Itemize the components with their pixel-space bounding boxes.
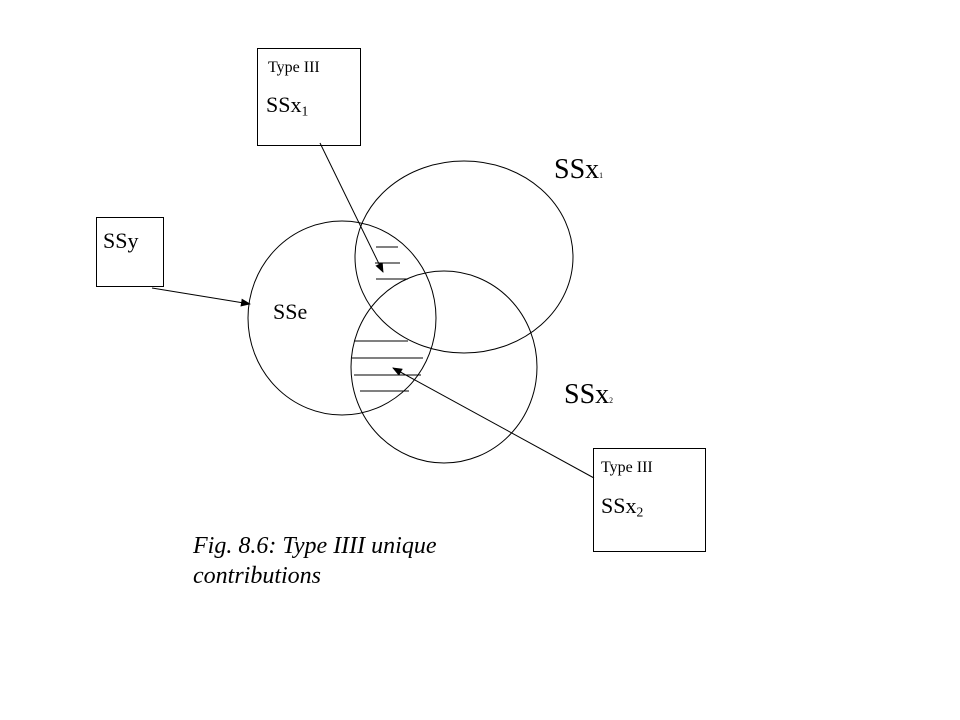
ssy-box <box>96 217 164 287</box>
ssx1-circle-subscript: 1 <box>599 171 604 180</box>
ssx2-circle-subscript: 2 <box>609 396 614 405</box>
type-iii-ssx1-box <box>257 48 361 146</box>
type-iii-label-top: Type III <box>268 59 320 76</box>
hatch-ssx2-unique <box>352 340 423 392</box>
caption-line-2: contributions <box>193 562 322 589</box>
caption-line-1: Fig. 8.6: Type IIII unique <box>193 533 437 559</box>
ssx2-box-main: SSx <box>601 493 637 518</box>
type-iii-ssx2-box <box>593 448 706 552</box>
ssx2-box-label: SSx2 <box>601 495 643 519</box>
ssx1-box-label: SSx1 <box>266 94 308 118</box>
ssx2-circle-label: SSx2 <box>564 381 613 409</box>
circle-ssx2 <box>350 270 538 464</box>
ssx1-circle-label: SSx1 <box>554 156 603 184</box>
figure-caption: Fig. 8.6: Type IIII unique contributions <box>193 532 436 591</box>
ssx1-box-main: SSx <box>266 92 302 117</box>
ssx1-circle-main: SSx <box>554 154 600 185</box>
arrow-ssy-to-sse <box>151 287 251 307</box>
circle-sse <box>247 220 437 416</box>
sse-label: SSe <box>273 299 308 324</box>
hatch-ssx1-unique <box>375 246 408 280</box>
ssy-label: SSy <box>103 228 139 253</box>
ssx2-box-subscript: 2 <box>636 504 644 520</box>
circle-ssx1 <box>354 160 574 354</box>
arrow-box-to-ssx2-region <box>392 367 595 479</box>
type-iii-label-bottom: Type III <box>601 459 653 476</box>
ssx2-circle-main: SSx <box>564 379 610 410</box>
arrow-box-to-ssx1-region <box>319 142 384 273</box>
ssx1-box-subscript: 1 <box>301 103 309 119</box>
